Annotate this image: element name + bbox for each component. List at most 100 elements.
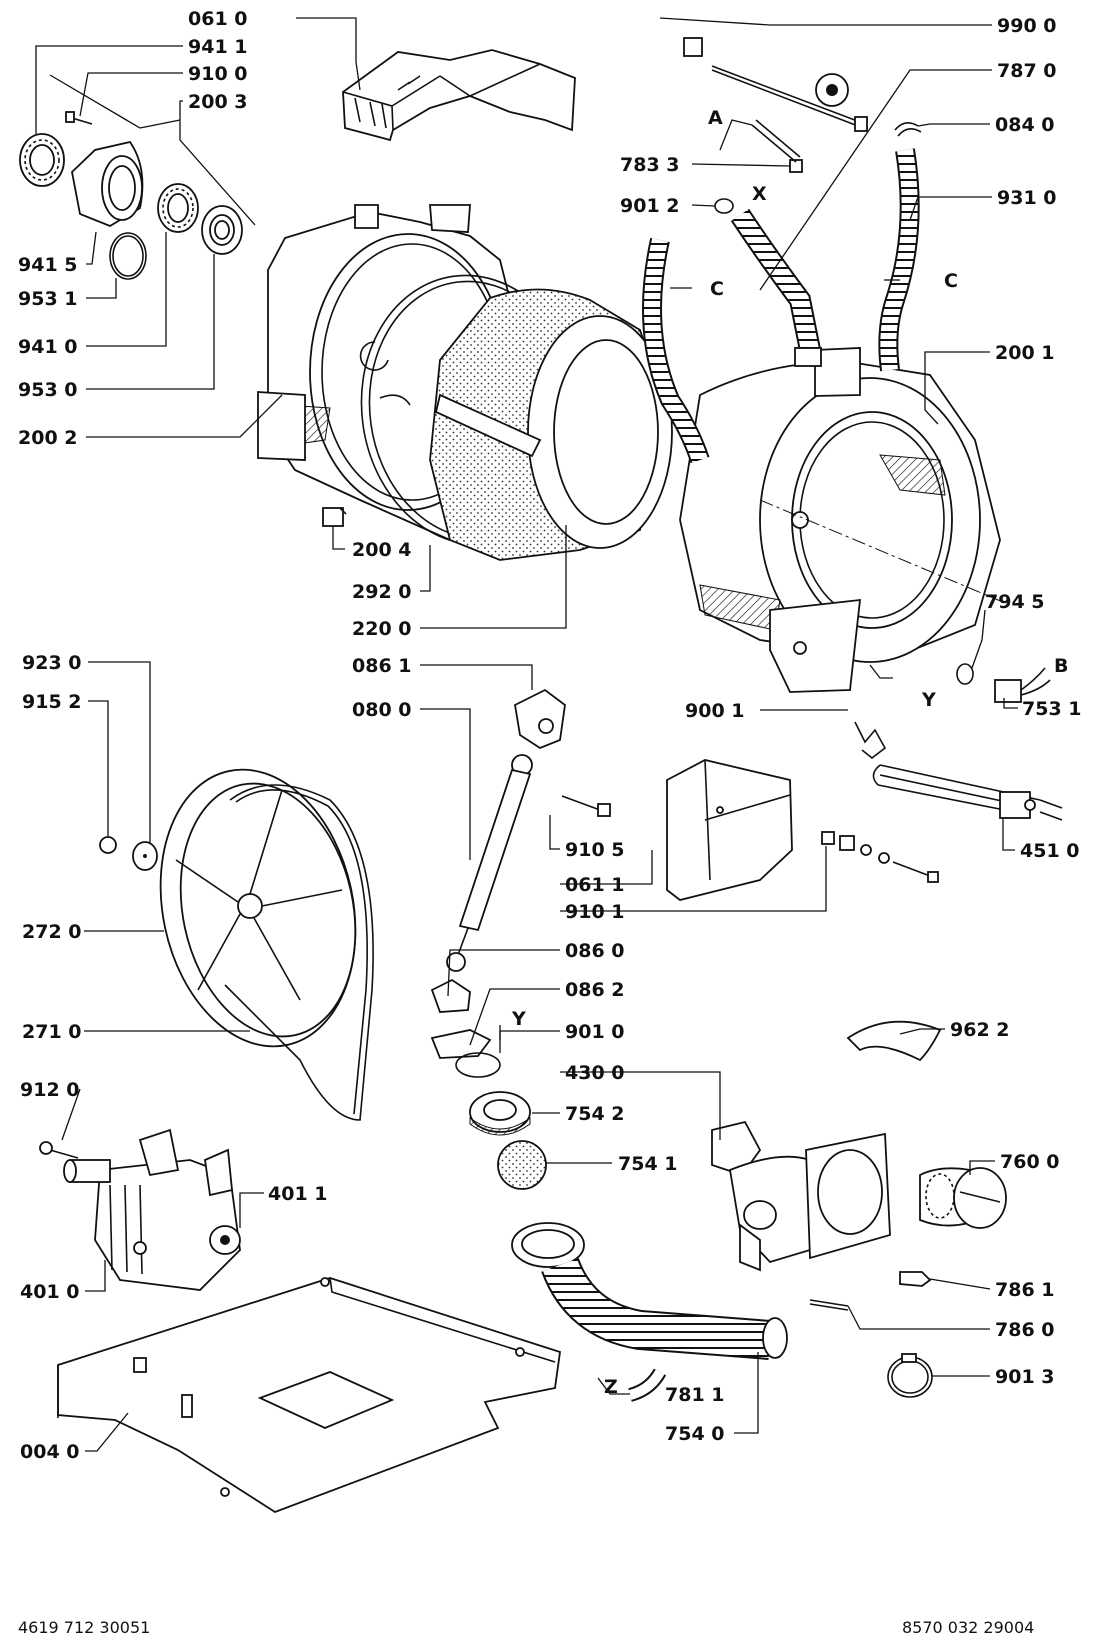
callout-953-0: 953 0 <box>18 379 78 401</box>
bracket-086-1 <box>514 688 566 750</box>
mount-086-2 <box>430 1029 492 1059</box>
pin-786-1 <box>899 1271 932 1287</box>
hose-781-1 <box>628 1368 667 1402</box>
callout-080-0: 080 0 <box>352 699 412 721</box>
callout-962-2: 962 2 <box>950 1019 1010 1041</box>
seal-953-0 <box>201 205 243 255</box>
callout-754-2: 754 2 <box>565 1103 625 1125</box>
sensor-753-1 <box>994 667 1051 703</box>
clamp-901-3 <box>887 1353 933 1398</box>
base-plate-004-0 <box>57 1277 561 1514</box>
screw-910-0 <box>65 111 93 125</box>
letter-a: A <box>708 107 723 129</box>
callout-086-0: 086 0 <box>565 940 625 962</box>
rod-a <box>751 119 801 163</box>
pin-786-0 <box>809 1299 849 1311</box>
clamp-901-2 <box>714 198 734 214</box>
drum-220-0 <box>429 288 673 561</box>
letter-c-right: C <box>944 270 958 292</box>
filter-760-0 <box>919 1167 1007 1229</box>
callout-084-0: 084 0 <box>995 114 1055 136</box>
letter-c-left: C <box>710 278 724 300</box>
ring-901-0 <box>455 1052 501 1078</box>
weight-061-1 <box>666 759 793 901</box>
callout-200-1: 200 1 <box>995 342 1055 364</box>
leader-lines <box>35 17 1018 1452</box>
callout-401-0: 401 0 <box>20 1281 80 1303</box>
terminal-401-1 <box>209 1225 241 1255</box>
screw-912-0 <box>39 1141 79 1159</box>
callout-901-0: 901 0 <box>565 1021 625 1043</box>
footer-right-code: 8570 032 29004 <box>902 1618 1034 1637</box>
callout-900-1: 900 1 <box>685 700 745 722</box>
callout-912-0: 912 0 <box>20 1079 80 1101</box>
letter-y-ring: Y <box>511 1008 526 1030</box>
nut-915-2 <box>99 836 117 854</box>
callout-941-0: 941 0 <box>18 336 78 358</box>
callout-labels: 061 0 941 1 910 0 200 3 941 5 953 1 941 … <box>18 8 1082 1463</box>
pump-430-0 <box>711 1120 891 1272</box>
callout-910-1: 910 1 <box>565 901 625 923</box>
callout-786-1: 786 1 <box>995 1279 1055 1301</box>
callout-086-2: 086 2 <box>565 979 625 1001</box>
callout-760-0: 760 0 <box>1000 1151 1060 1173</box>
callout-272-0: 272 0 <box>22 921 82 943</box>
callout-781-1: 781 1 <box>665 1384 725 1406</box>
bearing-941-0 <box>157 183 199 233</box>
callout-990-0: 990 0 <box>997 15 1057 37</box>
hose-931-0 <box>878 148 920 372</box>
callout-753-1: 753 1 <box>1022 698 1082 720</box>
callout-271-0: 271 0 <box>22 1021 82 1043</box>
ring-794-5 <box>956 663 974 685</box>
pulley-272-0 <box>159 768 357 1048</box>
callout-430-0: 430 0 <box>565 1062 625 1084</box>
counterweight-061-0 <box>342 49 576 142</box>
callout-292-0: 292 0 <box>352 581 412 603</box>
callout-910-5: 910 5 <box>565 839 625 861</box>
callout-061-1: 061 1 <box>565 874 625 896</box>
bracket-200-4 <box>322 507 347 527</box>
ball-754-1 <box>497 1140 547 1190</box>
callout-220-0: 220 0 <box>352 618 412 640</box>
callout-915-2: 915 2 <box>22 691 82 713</box>
callout-923-0: 923 0 <box>22 652 82 674</box>
bellows-787-0 <box>730 208 822 367</box>
callout-754-1: 754 1 <box>618 1153 678 1175</box>
callout-787-0: 787 0 <box>997 60 1057 82</box>
footer-left-code: 4619 712 30051 <box>18 1618 150 1637</box>
callout-401-1: 401 1 <box>268 1183 328 1205</box>
callout-200-3: 200 3 <box>188 91 248 113</box>
callout-783-3: 783 3 <box>620 154 680 176</box>
mount-086-0 <box>430 978 471 1013</box>
shock-absorber-080-0 <box>446 754 533 972</box>
pad-962-2 <box>846 1020 942 1062</box>
callout-754-0: 754 0 <box>665 1423 725 1445</box>
bolt-set-910-1 <box>821 831 939 883</box>
callout-953-1: 953 1 <box>18 288 78 310</box>
callout-200-2: 200 2 <box>18 427 78 449</box>
callout-901-3: 901 3 <box>995 1366 1055 1388</box>
callout-004-0: 004 0 <box>20 1441 80 1463</box>
callout-086-1: 086 1 <box>352 655 412 677</box>
callout-941-5: 941 5 <box>18 254 78 276</box>
callout-901-2: 901 2 <box>620 195 680 217</box>
letter-x: X <box>752 183 767 205</box>
belt-271-0 <box>224 784 374 1121</box>
seal-ring-953-1 <box>109 232 147 280</box>
letter-z: Z <box>604 1376 618 1398</box>
callout-941-1: 941 1 <box>188 36 248 58</box>
drain-hose-754-0 <box>511 1222 788 1360</box>
clip-900-1 <box>854 721 887 760</box>
motor-401-0 <box>63 1128 241 1291</box>
callout-451-0: 451 0 <box>1020 840 1080 862</box>
washer-923-0 <box>132 841 158 871</box>
callout-061-0: 061 0 <box>188 8 248 30</box>
front-tub-200-1 <box>679 347 1011 693</box>
bolt-910-5 <box>561 795 611 817</box>
callout-794-5: 794 5 <box>985 591 1045 613</box>
hose-084-0 <box>894 122 922 137</box>
hose-c-left <box>642 237 710 464</box>
callout-200-4: 200 4 <box>352 539 412 561</box>
